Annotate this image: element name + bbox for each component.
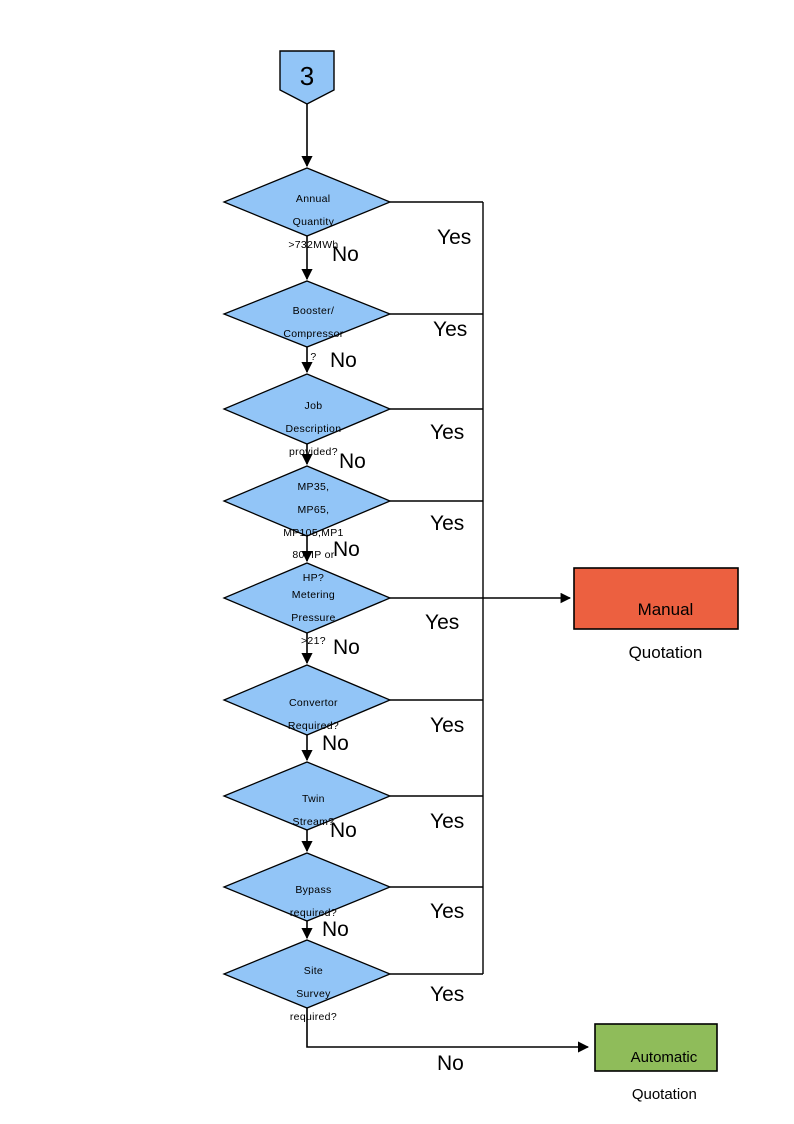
terminal-manual-quotation[interactable] xyxy=(573,567,739,630)
edge-label-yes-convertor: Yes xyxy=(430,714,465,737)
decision-twin-stream[interactable] xyxy=(222,761,392,831)
decision-bypass[interactable] xyxy=(222,852,392,922)
decision-pressure-tier[interactable] xyxy=(222,465,392,537)
decision-site-survey[interactable] xyxy=(222,939,392,1009)
edge-label-no-twin-stream: No xyxy=(330,819,357,842)
terminal-automatic-quotation[interactable] xyxy=(594,1023,718,1072)
decision-convertor[interactable] xyxy=(222,664,392,736)
decision-booster-compressor[interactable] xyxy=(222,280,392,348)
edge-label-yes-site-survey: Yes xyxy=(430,983,465,1006)
decision-annual-quantity[interactable] xyxy=(222,167,392,237)
edge-label-no-convertor: No xyxy=(322,732,349,755)
edge-label-yes-annual-quantity: Yes xyxy=(437,226,472,249)
edge-label-no-booster-compressor: No xyxy=(330,349,357,372)
decision-job-description[interactable] xyxy=(222,373,392,445)
edge-label-no-site-survey: No xyxy=(437,1052,464,1075)
edge-label-yes-bypass: Yes xyxy=(430,900,465,923)
edge-label-yes-metering-pressure: Yes xyxy=(425,611,460,634)
edge-label-no-bypass: No xyxy=(322,918,349,941)
edge-label-yes-twin-stream: Yes xyxy=(430,810,465,833)
edge-label-yes-job-description: Yes xyxy=(430,421,465,444)
edge-no-site-survey-to-automatic xyxy=(306,1008,590,1053)
start-connector-3[interactable] xyxy=(279,50,335,105)
edge-label-no-job-description: No xyxy=(339,450,366,473)
decision-metering-pressure[interactable] xyxy=(222,562,392,634)
edge-label-yes-pressure-tier: Yes xyxy=(430,512,465,535)
edge-label-yes-booster-compressor: Yes xyxy=(433,318,468,341)
edge-label-no-annual-quantity: No xyxy=(332,243,359,266)
edge-label-no-metering-pressure: No xyxy=(333,636,360,659)
edge-label-no-pressure-tier: No xyxy=(333,538,360,561)
